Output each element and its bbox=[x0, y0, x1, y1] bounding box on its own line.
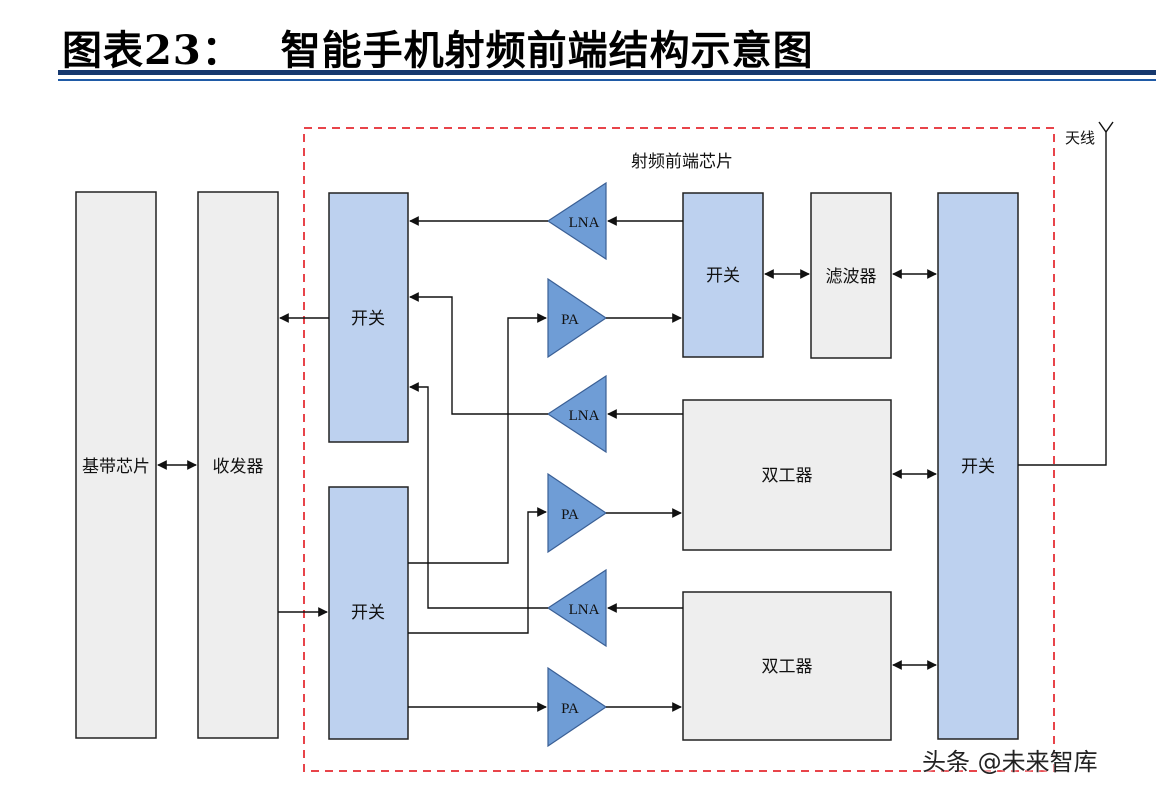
duplexer-block-2 bbox=[682, 591, 892, 741]
switch-block-antenna bbox=[937, 192, 1019, 740]
pa-1-label: PA bbox=[561, 312, 579, 328]
rf-chip-region-label: 射频前端芯片 bbox=[631, 152, 733, 172]
switch-block-upper bbox=[328, 192, 409, 443]
figure-title: 图表23： 智能手机射频前端结构示意图 bbox=[62, 18, 814, 76]
baseband-chip-label: 基带芯片 bbox=[82, 457, 150, 477]
lna-3-label: LNA bbox=[569, 602, 600, 618]
switch-lower-to-pa1 bbox=[408, 313, 547, 564]
header-rule-thick bbox=[58, 70, 1156, 75]
baseband-chip-block bbox=[75, 191, 157, 739]
pa-2-label: PA bbox=[561, 507, 579, 523]
lna-2-label: LNA bbox=[569, 408, 600, 424]
duplexer-2-label: 双工器 bbox=[762, 657, 813, 677]
lna-amplifier-2: LNA bbox=[546, 374, 607, 454]
switch-block-lower bbox=[328, 486, 409, 740]
switch-rx-label: 开关 bbox=[706, 266, 740, 286]
antenna-icon bbox=[1098, 121, 1114, 133]
transceiver-block bbox=[197, 191, 279, 739]
rf-chip-region bbox=[303, 127, 1055, 772]
pa-3-label: PA bbox=[561, 701, 579, 717]
lna-amplifier-3: LNA bbox=[546, 568, 607, 648]
transceiver-label: 收发器 bbox=[213, 457, 264, 477]
duplexer-1-label: 双工器 bbox=[762, 466, 813, 486]
switch-block-rx bbox=[682, 192, 764, 358]
antenna-feed-line bbox=[1018, 132, 1107, 466]
pa-amplifier-3: PA bbox=[547, 666, 608, 748]
watermark: 头条 @未来智库 bbox=[922, 748, 1098, 776]
lna-1-label: LNA bbox=[569, 215, 600, 231]
duplexer-block-1 bbox=[682, 399, 892, 551]
switch-lower-label: 开关 bbox=[351, 603, 385, 623]
switch-upper-label: 开关 bbox=[351, 309, 385, 329]
lna3-to-switch-upper bbox=[409, 382, 548, 609]
figure-caption: 智能手机射频前端结构示意图 bbox=[280, 28, 814, 74]
pa-amplifier-2: PA bbox=[547, 472, 608, 554]
lna-amplifier-1: LNA bbox=[546, 181, 607, 261]
pa-amplifier-1: PA bbox=[547, 277, 608, 359]
filter-block bbox=[810, 192, 892, 359]
switch-antenna-label: 开关 bbox=[961, 457, 995, 477]
lna2-to-switch-upper bbox=[409, 292, 548, 415]
antenna-label: 天线 bbox=[1065, 130, 1095, 147]
figure-number: 图表23： bbox=[62, 27, 243, 74]
signal-connections bbox=[157, 132, 1107, 712]
header-rule-thin bbox=[58, 79, 1156, 81]
switch-lower-to-pa2 bbox=[408, 507, 547, 634]
filter-label: 滤波器 bbox=[826, 267, 877, 287]
